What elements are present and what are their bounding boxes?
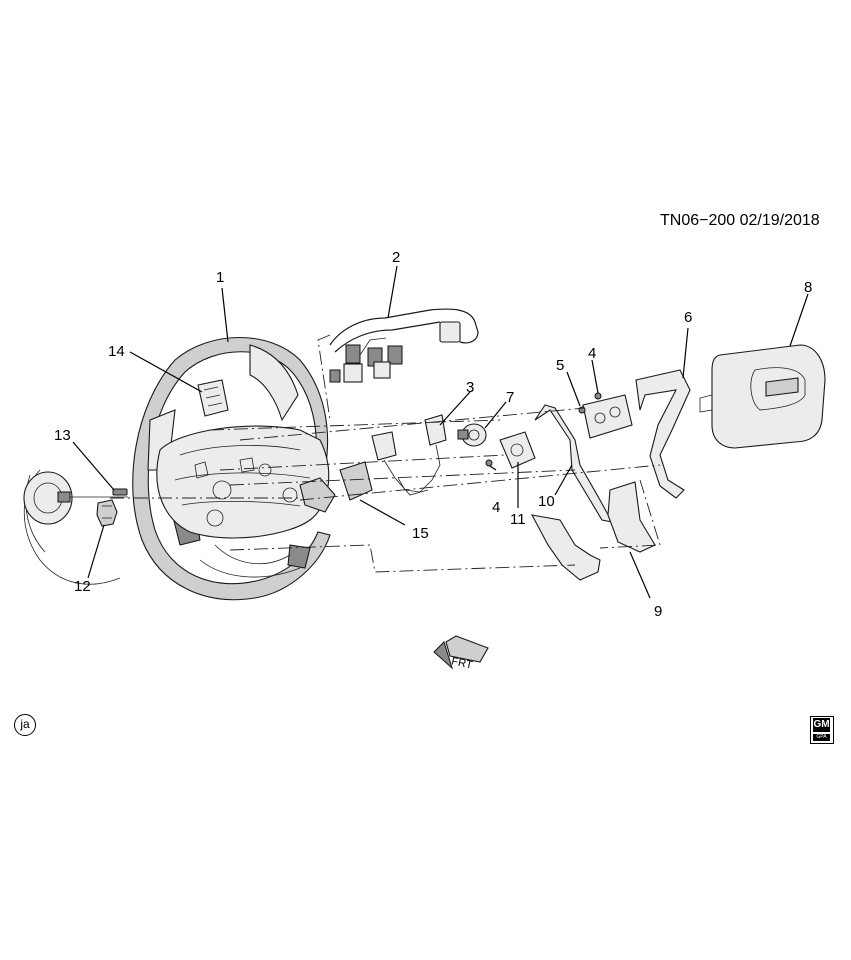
assembly-line-8: [599, 479, 661, 549]
gm-logo: GM GPA: [810, 716, 834, 744]
callout-10: 10: [538, 493, 555, 510]
assembly-line-7: [229, 544, 576, 573]
part-4-screw-lower: [485, 459, 493, 467]
gm-logo-text: GM: [813, 718, 830, 732]
steering-column: [23, 469, 128, 585]
part-13-screw: [112, 488, 128, 496]
assembly-line-5: [299, 464, 661, 501]
part-1-steering-wheel: [132, 337, 331, 601]
part-14-switch: [197, 379, 229, 417]
part-12-clip: [96, 499, 118, 527]
callout-13: 13: [54, 427, 71, 444]
part-6-trim: [635, 369, 691, 499]
front-direction-arrow: FRT: [433, 635, 489, 672]
callout-11: 11: [510, 511, 526, 528]
frt-label: FRT: [450, 655, 473, 671]
part-3-bracket: [371, 414, 447, 496]
callout-15: 15: [412, 525, 429, 542]
part-2-wiring-harness: [329, 308, 479, 383]
gm-logo-subtext: GPA: [813, 734, 830, 741]
callout-8: 8: [804, 279, 812, 296]
assembly-line-4: [229, 469, 576, 486]
callout-5: 5: [556, 357, 564, 374]
callout-7: 7: [506, 389, 514, 406]
illustrator-badge: ja: [14, 714, 36, 736]
part-11-switch: [499, 431, 536, 469]
assembly-line-3: [239, 407, 586, 441]
callout-3: 3: [466, 379, 474, 396]
callout-4-lower: 4: [492, 499, 500, 516]
callout-12: 12: [74, 578, 91, 595]
callout-4-upper: 4: [588, 345, 596, 362]
leader-lines: [72, 265, 809, 599]
part-4-screw-upper: [594, 392, 602, 400]
part-7-bolt: [457, 423, 487, 447]
callout-1: 1: [216, 269, 224, 286]
part-15-bracket: [299, 461, 373, 513]
callout-14: 14: [108, 343, 125, 360]
callout-6: 6: [684, 309, 692, 326]
part-9-lower-trim: [530, 481, 656, 581]
part-5-control-switch: [578, 394, 633, 439]
part-8-airbag-module: [699, 344, 826, 449]
assembly-line-1: [209, 419, 501, 431]
harness-dash-line: [317, 334, 331, 421]
callout-9: 9: [654, 603, 662, 620]
callout-2: 2: [392, 249, 400, 266]
diagram-reference-id: TN06−200 02/19/2018: [660, 212, 820, 229]
